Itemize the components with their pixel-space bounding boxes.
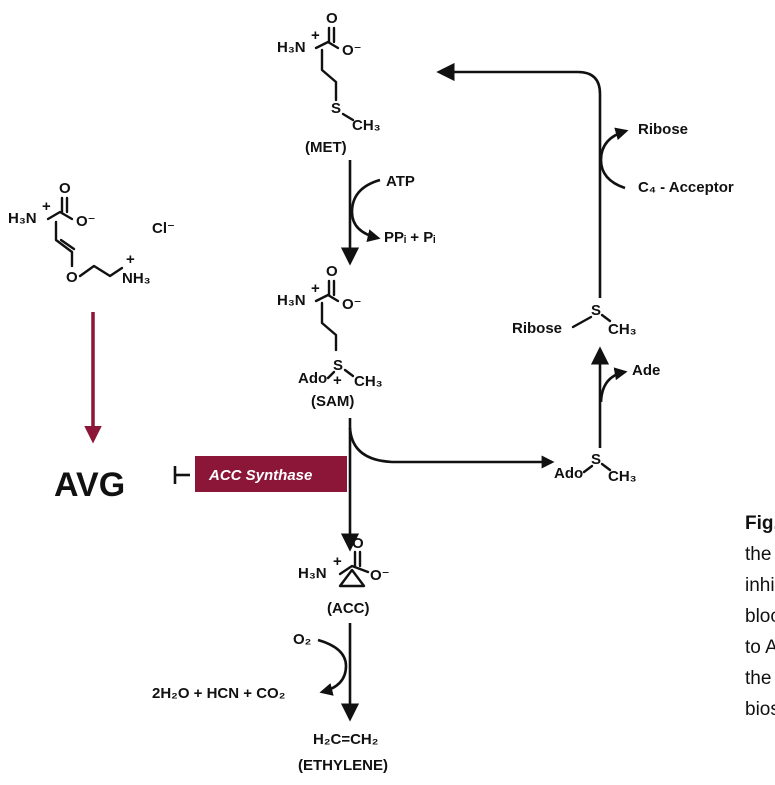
met-amine-charge: + [311, 27, 320, 44]
met-side-chain-bond [320, 48, 338, 102]
avg-ether-o: O [66, 269, 78, 286]
ppi-label: PPᵢ + Pᵢ [384, 229, 435, 246]
sam-sulfur-charge: + [333, 372, 342, 389]
met-amine: H₃N [277, 39, 306, 56]
avg-ethyl-bond [78, 264, 124, 278]
avg-vinyl-double-bond [59, 238, 76, 251]
mta-s-methyl-bond [600, 462, 612, 472]
mtr-methyl: CH₃ [608, 321, 637, 338]
mta-molecule: Ado S CH₃ [554, 451, 637, 485]
mtr-s-methyl-bond [600, 313, 612, 323]
sam-amine-charge: + [311, 280, 320, 297]
avg-amine: H₃N [8, 210, 37, 227]
ethylene-formula: H₂C=CH₂ [313, 731, 378, 748]
mta-methyl: CH₃ [608, 468, 637, 485]
mta-ado: Ado [554, 465, 583, 482]
met-methyl: CH₃ [352, 117, 381, 134]
acc-name: (ACC) [327, 600, 370, 617]
acc-carboxyl-o-minus: O⁻ [370, 567, 390, 584]
mtr-sulfur: S [591, 302, 601, 319]
mtr-ribose-bond [571, 315, 593, 329]
caption-line-6: biosy [745, 699, 775, 720]
mta-ado-bond [582, 464, 594, 474]
acc-amine-bond [338, 564, 370, 576]
avg-label: AVG [54, 466, 125, 504]
acc-synthase-label: ACC Synthase [208, 467, 312, 484]
avg-carboxyl-o-minus: O⁻ [76, 213, 96, 230]
ribose-label: Ribose [638, 121, 688, 138]
avg-backbone-bond [46, 210, 74, 221]
met-name: (MET) [305, 139, 347, 156]
atp-curved-arrow [350, 178, 381, 242]
mtr-ribose: Ribose [512, 320, 562, 337]
caption-fig-label: Fig. [745, 513, 775, 534]
caption-line-4: to AC [745, 637, 775, 658]
acc-amine-charge: + [333, 553, 342, 570]
sam-sulfur: S [333, 357, 343, 374]
c4-acceptor-label: C₄ - Acceptor [638, 179, 734, 196]
avg-vinyl-bond [54, 220, 74, 268]
o2-curved-arrow [317, 638, 348, 696]
avg-ammonium-charge: + [126, 251, 135, 268]
acc-molecule: H₃N + O O⁻ (ACC) [298, 535, 390, 617]
byproducts-label: 2H₂O + HCN + CO₂ [152, 685, 285, 702]
avg-molecule: H₃N + O O⁻ O NH₃ + Cl⁻ [8, 180, 175, 287]
met-carboxyl-o: O [326, 10, 338, 27]
sam-methyl: CH₃ [354, 373, 383, 390]
sam-s-methyl-bond [343, 368, 355, 378]
o2-label: O₂ [293, 631, 311, 648]
sam-molecule: H₃N + O O⁻ Ado S + CH₃ (SAM) [277, 263, 383, 410]
met-sulfur: S [331, 100, 341, 117]
ade-label: Ade [632, 362, 660, 379]
acc-carboxyl-o: O [352, 535, 364, 552]
ade-curved-arrow [599, 367, 628, 403]
acc-cyclopropane-ring [338, 568, 366, 588]
sam-amine: H₃N [277, 292, 306, 309]
mtr-molecule: Ribose S CH₃ [512, 302, 637, 338]
caption-line-1: the a [745, 544, 775, 565]
acc-synthase-box [195, 456, 347, 492]
sam-side-chain-bond [320, 301, 338, 352]
sam-ado-bond [326, 370, 336, 380]
sam-carboxyl-o: O [326, 263, 338, 280]
ribose-curved-arrow [599, 127, 629, 190]
sam-name: (SAM) [311, 393, 354, 410]
acc-amine: H₃N [298, 565, 327, 582]
met-molecule: H₃N + O O⁻ S CH₃ (MET) [277, 10, 381, 156]
caption-line-5: the p [745, 668, 775, 689]
ethylene-name: (ETHYLENE) [298, 757, 388, 774]
met-s-methyl-bond [341, 112, 355, 122]
sam-to-mta-arrow [348, 427, 555, 469]
sam-ado: Ado [298, 370, 327, 387]
avg-amine-charge: + [42, 198, 51, 215]
recycle-arrow [436, 62, 602, 298]
atp-label: ATP [386, 173, 415, 190]
caption-line-3: block [745, 606, 775, 627]
avg-carboxyl-o: O [59, 180, 71, 197]
avg-chloride: Cl⁻ [152, 220, 175, 237]
mta-sulfur: S [591, 451, 601, 468]
met-carboxyl-o-minus: O⁻ [342, 42, 362, 59]
sam-carboxyl-o-minus: O⁻ [342, 296, 362, 313]
avg-ammonium: NH₃ [122, 270, 151, 287]
